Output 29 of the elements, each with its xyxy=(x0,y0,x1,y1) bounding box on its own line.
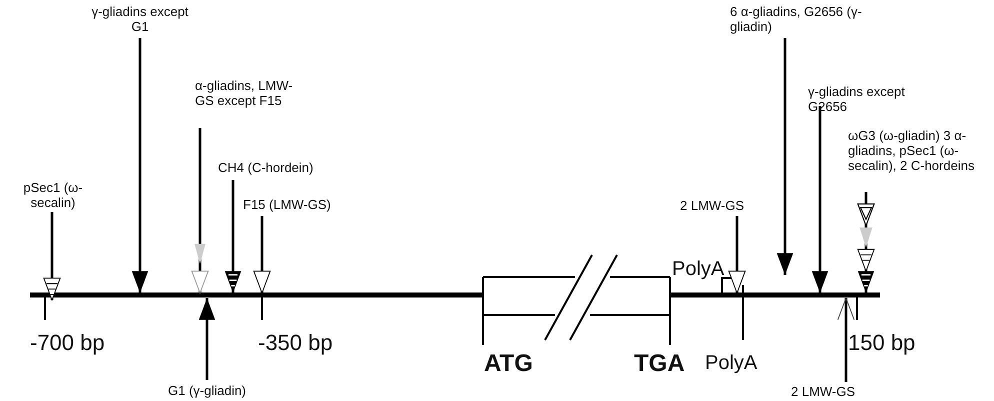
codon-label: TGA xyxy=(634,350,685,378)
arrow xyxy=(837,298,855,382)
protein-label: pSec1 (ω-secalin) xyxy=(8,180,98,210)
codon-label: ATG xyxy=(484,350,533,378)
protein-label: G1 (γ-gliadin) xyxy=(150,383,264,398)
arrow xyxy=(191,128,209,294)
position-label: -350 bp xyxy=(258,330,333,356)
protein-label: α-gliadins, LMW-GS except F15 xyxy=(195,78,295,108)
arrow xyxy=(43,212,61,300)
protein-label: CH4 (C-hordein) xyxy=(218,160,338,175)
protein-label: 2 LMW-GS xyxy=(791,384,871,399)
protein-label: F15 (LMW-GS) xyxy=(243,197,353,212)
protein-label: 2 LMW-GS xyxy=(680,198,760,213)
arrow xyxy=(132,38,148,293)
arrow xyxy=(198,298,216,380)
position-label: 150 bp xyxy=(848,330,916,356)
arrow xyxy=(253,216,271,294)
arrow xyxy=(728,216,746,294)
arrow xyxy=(857,192,875,294)
protein-label: γ-gliadins except G1 xyxy=(90,4,190,34)
protein-label: 6 α-gliadins, G2656 (γ-gliadin) xyxy=(730,4,870,34)
arrow xyxy=(776,38,794,275)
arrow xyxy=(812,106,828,293)
polya-label: PolyA xyxy=(672,258,724,281)
arrow xyxy=(224,180,242,294)
protein-label: γ-gliadins except G2656 xyxy=(808,84,908,114)
protein-label: ωG3 (ω-gliadin) 3 α-gliadins, pSec1 (ω-secalin), 2 C-hordeins xyxy=(848,128,988,173)
position-label: -700 bp xyxy=(30,330,105,356)
polya-label: PolyA xyxy=(705,352,758,375)
